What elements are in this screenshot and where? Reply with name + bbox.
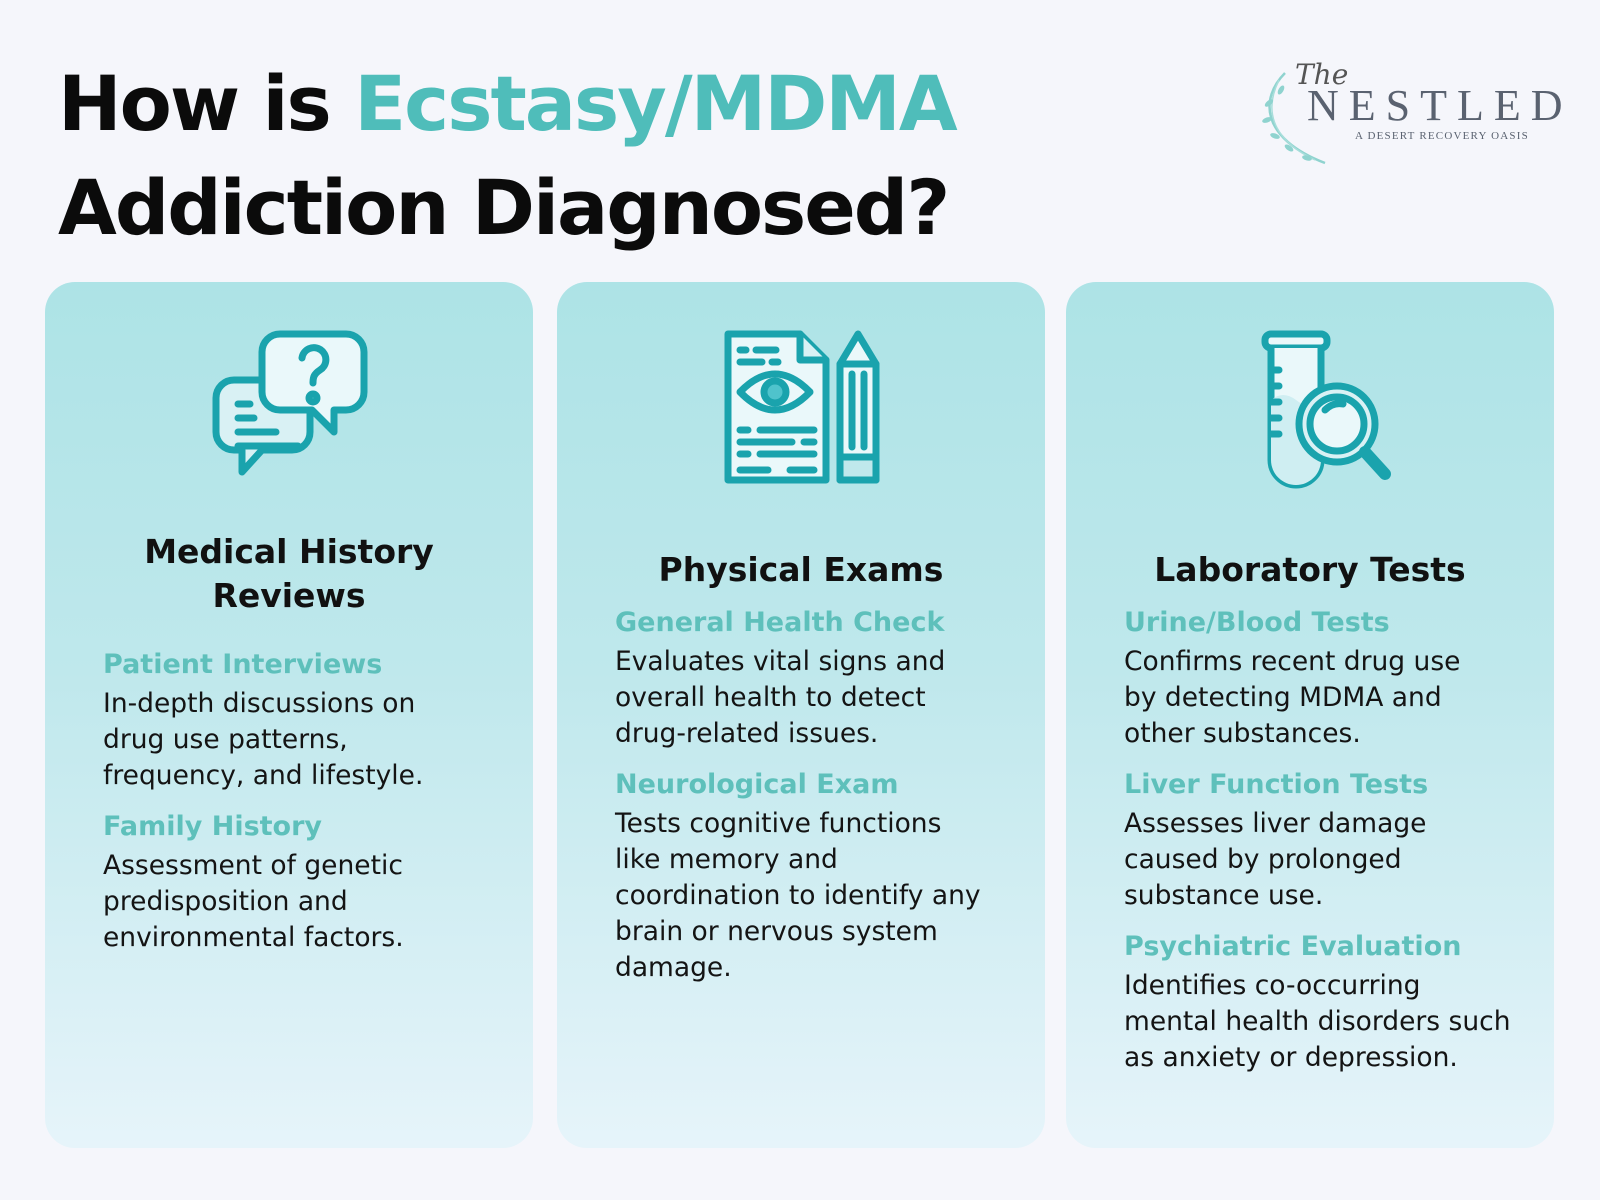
item-heading: Liver Function Tests [1124, 769, 1429, 800]
list-item: Family History Assessment of genetic pre… [103, 810, 513, 956]
item-heading: Urine/Blood Tests [1124, 607, 1390, 638]
logo: The NESTLED A DESERT RECOVERY OASIS [1255, 58, 1563, 168]
item-text: Confirms recent drug use by detecting MD… [1124, 646, 1461, 749]
item-list: Urine/Blood Tests Confirms recent drug u… [1124, 606, 1534, 1092]
item-text: Tests cognitive functions like memory an… [615, 808, 981, 983]
card-laboratory-tests: Laboratory Tests Urine/Blood Tests Confi… [1066, 282, 1554, 1148]
test-tube-magnifier-icon [1225, 322, 1395, 492]
logo-name: NESTLED [1307, 81, 1573, 130]
logo-the: The [1295, 58, 1349, 91]
card-physical-exams: Physical Exams General Health Check Eval… [557, 282, 1045, 1148]
card-title: Medical History Reviews [144, 532, 434, 615]
title-line2: Addiction Diagnosed? [58, 163, 950, 252]
item-heading: Neurological Exam [615, 769, 899, 800]
page-title: How is Ecstasy/MDMA Addiction Diagnosed? [58, 52, 958, 260]
item-heading: Family History [103, 811, 323, 842]
item-text: Evaluates vital signs and overall health… [615, 646, 946, 749]
document-eye-pencil-icon [716, 322, 886, 492]
item-text: Assessment of genetic predisposition and… [103, 850, 404, 953]
list-item: Neurological Exam Tests cognitive functi… [615, 768, 1025, 986]
card-title: Laboratory Tests [1154, 550, 1466, 589]
logo-tagline: A DESERT RECOVERY OASIS [1355, 130, 1529, 142]
list-item: Urine/Blood Tests Confirms recent drug u… [1124, 606, 1534, 752]
list-item: General Health Check Evaluates vital sig… [615, 606, 1025, 752]
chat-question-icon [204, 322, 374, 492]
card-medical-history: Medical History Reviews Patient Intervie… [45, 282, 533, 1148]
list-item: Psychiatric Evaluation Identifies co-occ… [1124, 930, 1534, 1076]
item-heading: General Health Check [615, 607, 945, 638]
item-text: In-depth discussions on drug use pattern… [103, 688, 424, 791]
title-accent: Ecstasy/MDMA [354, 59, 958, 148]
leaf-wreath-icon [1262, 72, 1326, 165]
card-title: Physical Exams [658, 550, 944, 589]
item-text: Identifies co-occurring mental health di… [1124, 970, 1511, 1073]
item-list: Patient Interviews In-depth discussions … [103, 648, 513, 972]
item-heading: Patient Interviews [103, 649, 383, 680]
item-text: Assesses liver damage caused by prolonge… [1124, 808, 1427, 911]
item-list: General Health Check Evaluates vital sig… [615, 606, 1025, 1002]
list-item: Patient Interviews In-depth discussions … [103, 648, 513, 794]
title-part1: How is [58, 59, 355, 148]
item-heading: Psychiatric Evaluation [1124, 931, 1462, 962]
list-item: Liver Function Tests Assesses liver dama… [1124, 768, 1534, 914]
